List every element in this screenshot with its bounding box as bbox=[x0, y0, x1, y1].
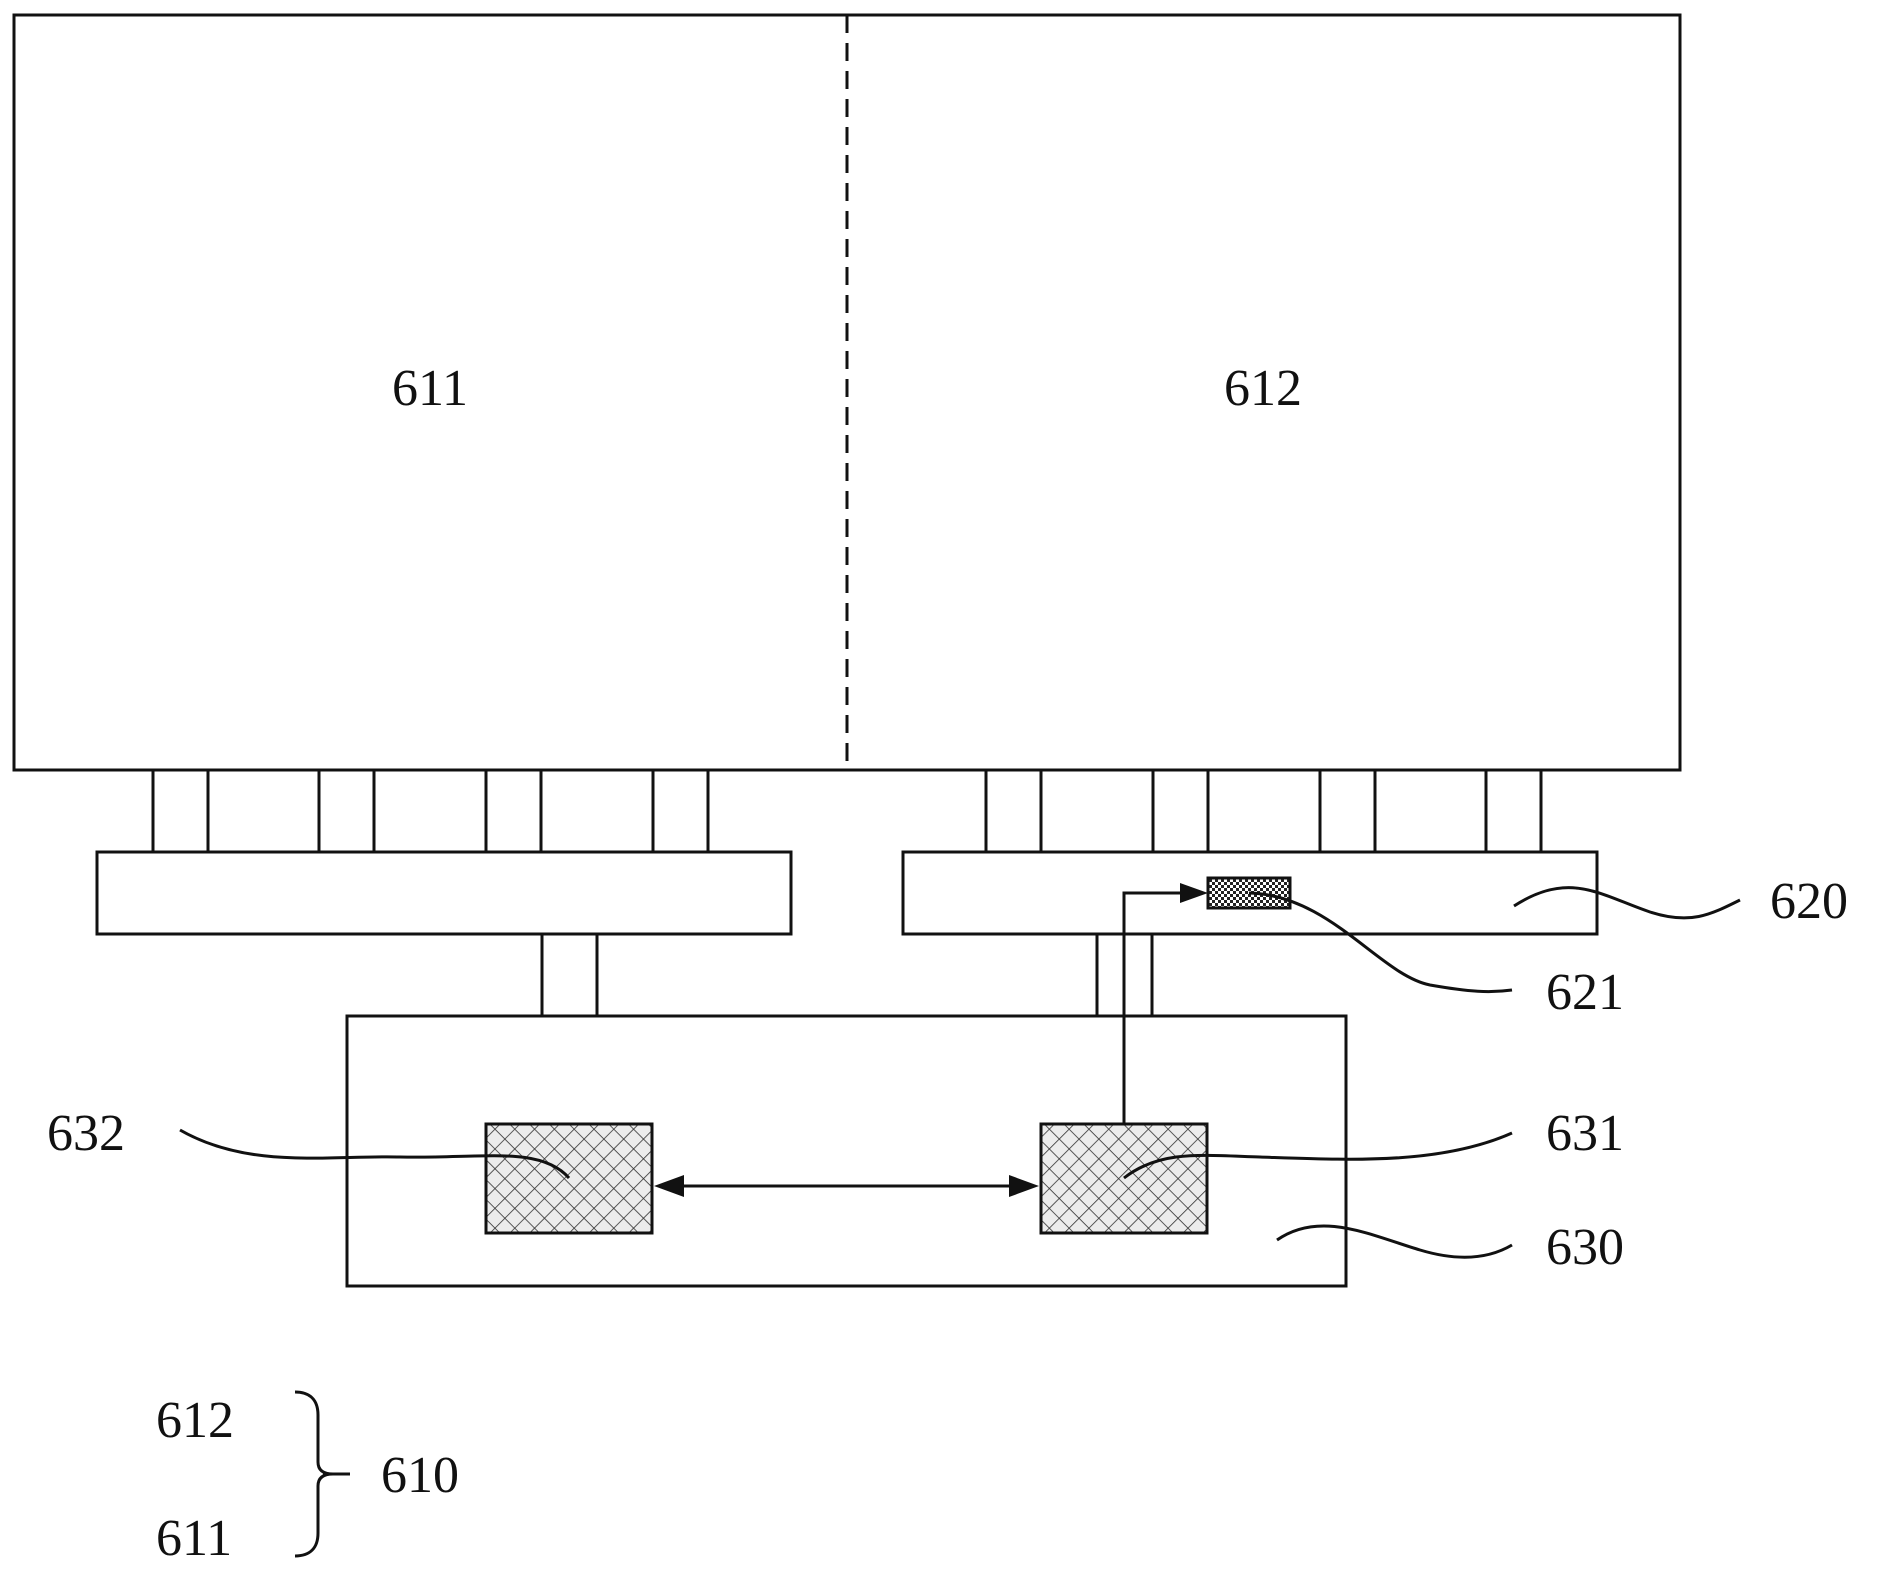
left-source-board bbox=[95, 850, 793, 936]
signal-arrowhead bbox=[1180, 883, 1208, 903]
leader-631 bbox=[1123, 1131, 1513, 1180]
label-630: 630 bbox=[1546, 1219, 1624, 1276]
label-621: 621 bbox=[1546, 964, 1624, 1021]
label-632: 632 bbox=[47, 1105, 125, 1162]
leader-620 bbox=[1513, 886, 1741, 920]
label-631: 631 bbox=[1546, 1105, 1624, 1162]
left-panel-connectors bbox=[151, 768, 710, 854]
chip-link-arrowhead-left bbox=[654, 1175, 684, 1197]
legend-item-612: 612 bbox=[156, 1392, 234, 1449]
legend-group-610: 610 bbox=[381, 1447, 459, 1504]
label-611: 611 bbox=[392, 360, 468, 417]
label-612: 612 bbox=[1224, 360, 1302, 417]
display-panel-610: 611 612 bbox=[12, 13, 1682, 772]
leader-632 bbox=[179, 1128, 571, 1179]
chip-631 bbox=[1039, 1122, 1209, 1235]
leader-621 bbox=[1248, 891, 1513, 994]
signal-line-631-to-621 bbox=[1122, 891, 1186, 1124]
board-connectors bbox=[540, 932, 1154, 1018]
legend-610: 612 611 610 bbox=[156, 1390, 459, 1567]
right-panel-connectors bbox=[984, 768, 1543, 854]
leader-lines bbox=[179, 886, 1741, 1259]
leader-630 bbox=[1276, 1224, 1513, 1259]
chip-link-arrowhead-right bbox=[1009, 1175, 1039, 1197]
legend-item-611: 611 bbox=[156, 1510, 232, 1567]
chip-632 bbox=[484, 1122, 654, 1235]
label-620: 620 bbox=[1770, 873, 1848, 930]
